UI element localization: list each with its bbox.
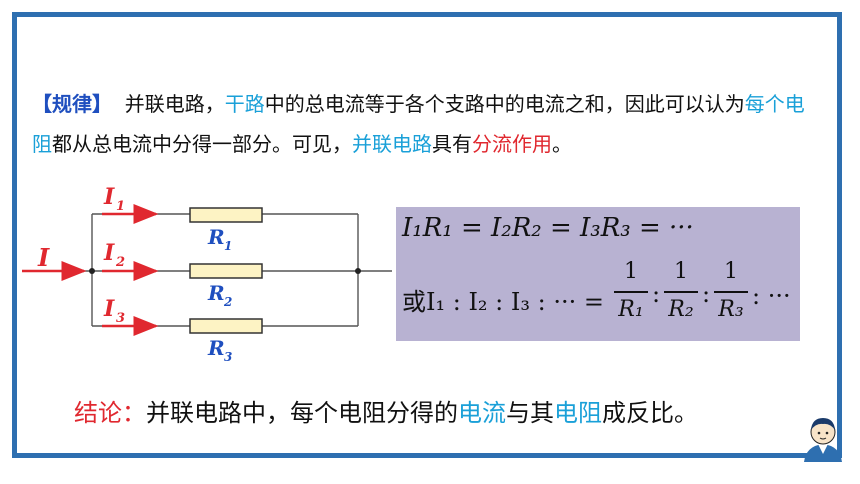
conclusion-text1: 并联电路中，每个电阻分得的: [146, 399, 458, 427]
rule-part-8: 。: [552, 132, 572, 156]
conclusion-text3: 成反比。: [602, 399, 698, 427]
frac1-bar: [614, 291, 648, 293]
rule-part-5: 并联电路: [352, 132, 432, 156]
rule-part-1: 干路: [224, 92, 265, 116]
frac3-num: 1: [724, 259, 738, 284]
resistor-r1: [189, 207, 263, 223]
branch2-current-sub: 2: [115, 255, 125, 270]
conclusion-label: 结论：: [74, 399, 146, 427]
r2-sub: 2: [223, 295, 232, 309]
formula-box: I₁R₁ = I₂R₂ = I₃R₃ = ··· 或I₁ : I₂ : I₃ :…: [396, 207, 800, 341]
conclusion-hl1: 电流: [458, 399, 506, 427]
frac1-num: 1: [624, 259, 638, 284]
conclusion-hl2: 电阻: [554, 399, 602, 427]
sep1: :: [652, 280, 661, 308]
rule-part-3: 每个电阻: [32, 92, 805, 156]
r2-label: R: [207, 281, 225, 305]
formula-line2-prefix: 或I₁ : I₂ : I₃ : ··· =: [402, 288, 604, 316]
r1-label: R: [207, 225, 225, 249]
resistor-r2: [189, 263, 263, 279]
frac1-den: R₁: [618, 297, 644, 322]
formula-line1: I₁R₁ = I₂R₂ = I₃R₃ = ···: [402, 213, 694, 243]
junction-left: [89, 268, 95, 274]
rule-tag: 【规律】: [32, 92, 112, 116]
teacher-avatar-icon: [804, 418, 842, 462]
frac2-bar: [664, 291, 698, 293]
resistor-r3: [189, 318, 263, 334]
frac3-den: R₃: [718, 297, 744, 322]
r3-sub: 3: [224, 350, 232, 364]
rule-part-6: 具有: [432, 132, 472, 156]
conclusion-text2: 与其: [506, 399, 554, 427]
rule-part-2: 中的总电流等于各个支路中的电流之和，因此可以认为: [264, 92, 745, 116]
frac3-bar: [714, 291, 748, 293]
frac2-num: 1: [674, 259, 688, 284]
branch1-current-sub: 1: [116, 199, 125, 214]
r3-label: R: [207, 336, 225, 360]
branch3-current-label: I: [103, 296, 115, 322]
conclusion: 结论：并联电路中，每个电阻分得的电流与其电阻成反比。: [74, 393, 698, 428]
rule-part-4: 都从总电流中分得一部分。可见，: [52, 132, 352, 156]
r1-sub: 1: [224, 239, 232, 253]
branch1-current-label: I: [103, 184, 115, 210]
formula-tail: : ···: [752, 282, 791, 310]
rule-part-0: 并联电路，: [124, 92, 225, 116]
branch3-current-sub: 3: [116, 311, 125, 326]
sep2: :: [702, 280, 711, 308]
branch2-current-label: I: [103, 240, 115, 266]
rule-paragraph: 【规律】 并联电路，干路中的总电流等于各个支路中的电流之和，因此可以认为每个电阻…: [32, 84, 822, 164]
main-current-label: I: [37, 243, 50, 272]
rule-part-7: 分流作用: [472, 132, 552, 156]
junction-right: [355, 268, 361, 274]
frac2-den: R₂: [668, 297, 694, 322]
